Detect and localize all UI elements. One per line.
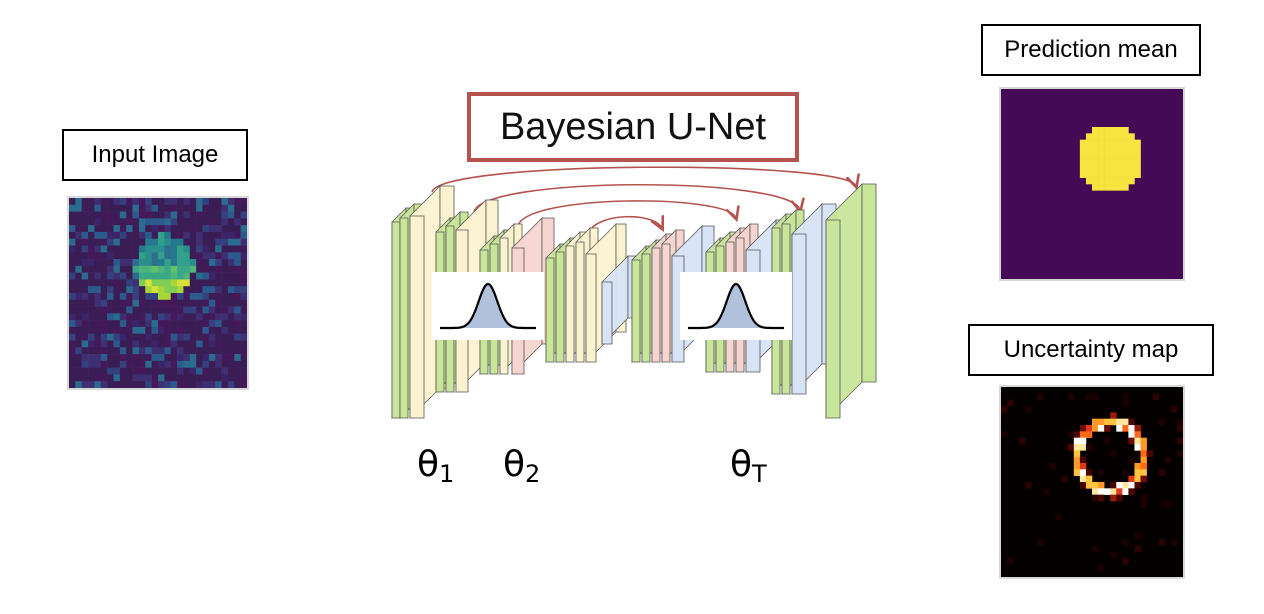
gaussian-fill bbox=[688, 284, 784, 328]
weight-distribution-2 bbox=[680, 272, 792, 340]
uncertainty-map-image bbox=[999, 385, 1185, 579]
input-image-label: Input Image bbox=[62, 129, 248, 181]
network-title: Bayesian U-Net bbox=[467, 92, 799, 162]
theta-t-label: θT bbox=[730, 444, 767, 488]
uncertainty-map-label: Uncertainty map bbox=[968, 324, 1214, 376]
skip-arrow-1 bbox=[431, 166, 856, 193]
skip-connections bbox=[431, 166, 856, 235]
skip-arrow-2 bbox=[473, 183, 800, 212]
theta-1-label: θ1 bbox=[417, 444, 455, 488]
gaussian-curve bbox=[440, 282, 536, 330]
weight-distribution-1 bbox=[432, 272, 544, 340]
gaussian-fill bbox=[440, 284, 536, 328]
layer-output bbox=[825, 183, 877, 419]
prediction-mean-image bbox=[999, 87, 1185, 281]
input-image bbox=[67, 196, 249, 390]
gaussian-curve bbox=[688, 282, 784, 330]
theta-2-label: θ2 bbox=[503, 444, 541, 488]
skip-arrow-3 bbox=[517, 200, 736, 227]
prediction-mean-label: Prediction mean bbox=[981, 24, 1201, 76]
